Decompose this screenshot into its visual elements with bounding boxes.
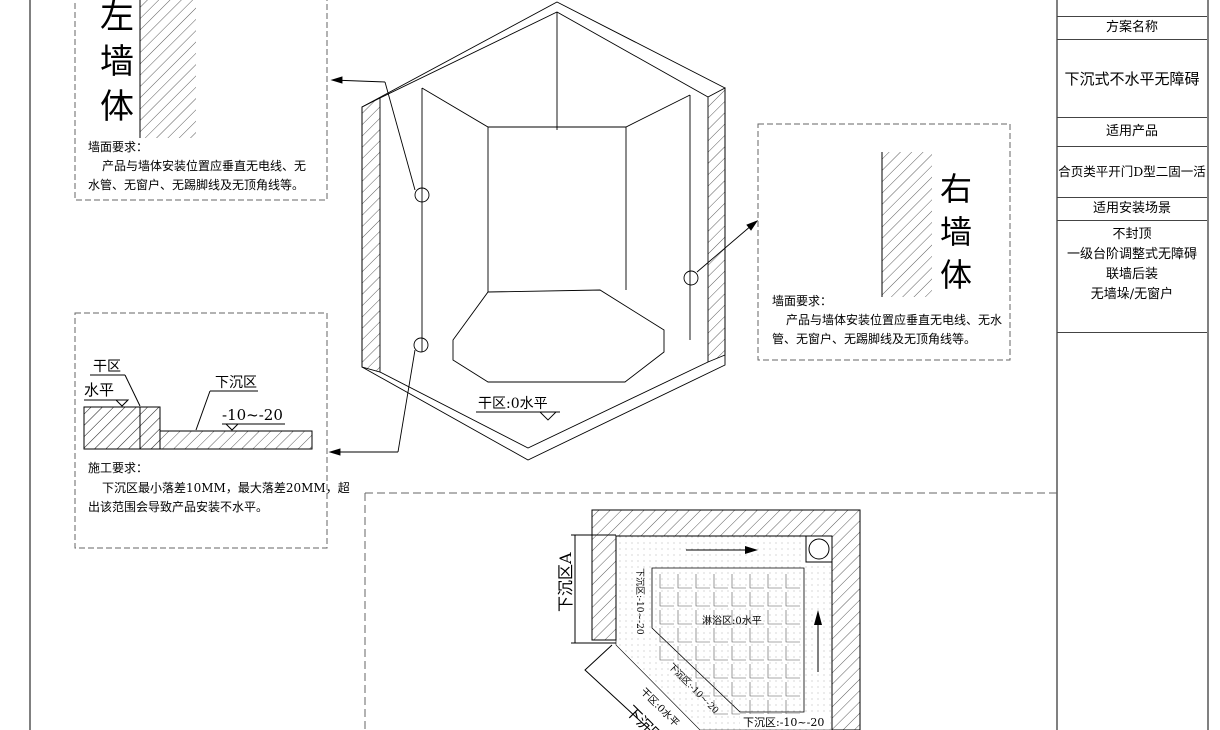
floor-tile — [695, 628, 710, 643]
floor-tile — [731, 646, 746, 661]
floor-tile — [677, 574, 692, 589]
left-req-line: 水管、无窗户、无踢脚线及无顶角线等。 — [88, 177, 304, 192]
scene-item: 无墙垛/无窗户 — [1090, 287, 1174, 302]
floor-tile — [785, 664, 800, 679]
product-header: 适用产品 — [1057, 118, 1207, 147]
right-wall-char-2: 墙 — [940, 213, 972, 251]
floor-tile — [695, 682, 710, 697]
floor-tile — [749, 646, 764, 661]
floor-tile — [677, 646, 692, 661]
left-wall-char-1: 左 — [100, 0, 134, 37]
floor-tile — [695, 574, 710, 589]
iso-dry-zone-label: 干区:0水平 — [478, 396, 548, 412]
floor-tile — [713, 610, 728, 625]
right-wall-char-3: 体 — [940, 256, 972, 294]
floor-tile — [713, 682, 728, 697]
floor-tile — [767, 574, 782, 589]
scheme-name-header: 方案名称 — [1057, 17, 1207, 40]
floor-tile — [731, 610, 746, 625]
floor-tile — [767, 592, 782, 607]
floor-tile — [659, 610, 674, 625]
floor-tile — [767, 610, 782, 625]
floor-tile — [677, 610, 692, 625]
floor-tile — [749, 682, 764, 697]
floor-tile — [659, 646, 674, 661]
section-req-line: 出该范围会导致产品安装不水平。 — [88, 499, 268, 514]
scene-item: 不封顶 — [1112, 227, 1152, 242]
section-req-title: 施工要求： — [88, 461, 148, 475]
scene-header: 适用安装场景 — [1057, 198, 1207, 221]
plan-sunken-bottom-bg — [740, 714, 830, 729]
plan-dim-label-a: 下沉区A — [556, 552, 575, 612]
floor-plan — [364, 492, 1057, 730]
floor-tile — [785, 628, 800, 643]
floor-tile — [713, 574, 728, 589]
floor-tile — [749, 610, 764, 625]
isometric-shower — [328, 1, 759, 461]
floor-tile — [731, 628, 746, 643]
floor-tile — [659, 574, 674, 589]
right-req-line: 管、无窗户、无踢脚线及无顶角线等。 — [772, 331, 976, 346]
floor-tile — [731, 592, 746, 607]
floor-tile — [695, 610, 710, 625]
floor-tile — [731, 664, 746, 679]
left-wall-char-3: 体 — [100, 87, 134, 127]
right-wall-char-1: 右 — [940, 170, 972, 208]
floor-tile — [767, 628, 782, 643]
floor-tile — [677, 664, 692, 679]
floor-tile — [713, 646, 728, 661]
section-level-label: 水平 — [84, 381, 114, 399]
scheme-name: 下沉式不水平无障碍 — [1057, 40, 1207, 118]
floor-tile — [749, 628, 764, 643]
floor-tile — [785, 682, 800, 697]
floor-tile — [785, 574, 800, 589]
plan-sunken-bottom: 下沉区:-10~-20 — [743, 716, 824, 729]
floor-tile — [749, 664, 764, 679]
floor-tile — [677, 592, 692, 607]
section-note: 干区 水平 下沉区 -10~-20 施工要求： 下沉区最小落差10MM，最大落差… — [74, 312, 350, 549]
floor-tile — [749, 574, 764, 589]
section-req-line: 下沉区最小落差10MM，最大落差20MM，超 — [102, 480, 350, 495]
section-dry-label: 干区 — [93, 359, 121, 375]
scene-list: 不封顶 一级台阶调整式无障碍 联墙后装 无墙垛/无窗户 — [1057, 221, 1207, 333]
floor-tile — [659, 592, 674, 607]
floor-tile — [767, 646, 782, 661]
plan-shower-label: 淋浴区:0水平 — [702, 614, 762, 627]
floor-tile — [659, 628, 674, 643]
floor-tile — [785, 592, 800, 607]
scene-item: 联墙后装 — [1105, 267, 1158, 282]
floor-tile — [695, 646, 710, 661]
floor-tile — [695, 592, 710, 607]
floor-tile — [749, 592, 764, 607]
left-req-line: 产品与墙体安装位置应垂直无电线、无 — [102, 158, 306, 173]
left-wall-note: 左 墙 体 墙面要求： 产品与墙体安装位置应垂直无电线、无 水管、无窗户、无踢脚… — [74, 0, 328, 201]
floor-tile — [731, 574, 746, 589]
floor-tile — [713, 628, 728, 643]
right-wall-note: 右 墙 体 墙面要求： 产品与墙体安装位置应垂直无电线、无水 管、无窗户、无踢脚… — [757, 123, 1011, 361]
floor-tile — [713, 664, 728, 679]
floor-tile — [731, 682, 746, 697]
section-sunken-label: 下沉区 — [215, 375, 257, 391]
product: 合页类平开门D型二固一活 — [1057, 147, 1207, 198]
floor-tile — [695, 664, 710, 679]
left-wall-char-2: 墙 — [100, 42, 134, 82]
title-block-top — [1057, 0, 1207, 17]
floor-tile — [785, 610, 800, 625]
left-req-title: 墙面要求： — [88, 140, 148, 154]
floor-tile — [713, 592, 728, 607]
floor-tile — [677, 628, 692, 643]
floor-tile — [767, 664, 782, 679]
floor-tile — [785, 646, 800, 661]
floor-tile — [767, 682, 782, 697]
scene-item: 一级台阶调整式无障碍 — [1066, 247, 1197, 262]
plan-sunken-left: 下沉区:-10~-20 — [634, 568, 645, 635]
right-req-line: 产品与墙体安装位置应垂直无电线、无水 — [786, 312, 1002, 327]
right-req-title: 墙面要求： — [772, 294, 832, 308]
section-sunken-range: -10~-20 — [222, 406, 283, 424]
floor-tile — [713, 700, 728, 715]
